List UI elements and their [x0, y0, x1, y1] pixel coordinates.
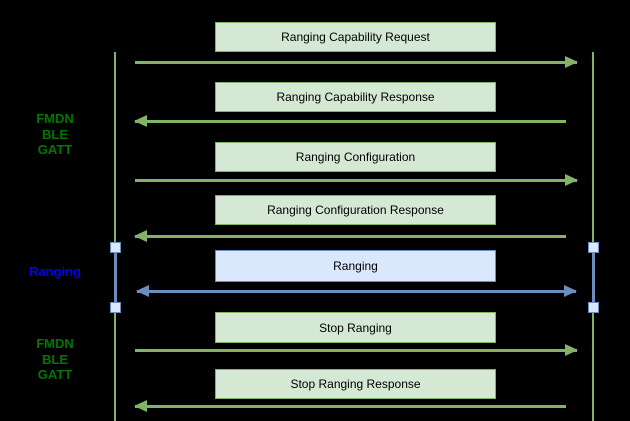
arrow-shaft: [135, 120, 566, 123]
message-box-ranging-configuration: Ranging Configuration: [215, 142, 496, 172]
message-box-stop-ranging: Stop Ranging: [215, 312, 496, 343]
side-label-fmdn-ble-gatt-bottom: FMDN BLE GATT: [14, 336, 96, 383]
arrowhead-right-icon: [565, 344, 578, 356]
arrow-left-stop-ranging-response: [134, 400, 566, 412]
message-box-stop-ranging-response: Stop Ranging Response: [215, 369, 496, 399]
arrow-shaft: [135, 235, 566, 238]
arrow-right-stop-ranging: [135, 344, 578, 356]
arrowhead-left-icon: [136, 285, 149, 297]
arrowhead-left-icon: [134, 115, 147, 127]
lifeline-right-bottom-segment: [592, 313, 594, 421]
arrowhead-left-icon: [134, 400, 147, 412]
arrowhead-right-icon: [565, 174, 578, 186]
arrowhead-left-icon: [134, 230, 147, 242]
arrowhead-right-icon: [564, 285, 577, 297]
arrowhead-right-icon: [565, 56, 578, 68]
message-box-ranging-configuration-response: Ranging Configuration Response: [215, 195, 496, 225]
side-label-line: Ranging: [29, 264, 81, 279]
arrow-shaft: [135, 349, 577, 352]
side-label-line: BLE: [42, 126, 68, 142]
message-box-ranging-capability-request: Ranging Capability Request: [215, 22, 496, 52]
arrow-left-ranging-configuration-response: [134, 230, 566, 242]
side-label-line: FMDN: [36, 111, 74, 126]
activation-marker-left-start: [110, 242, 121, 253]
activation-marker-right-start: [588, 242, 599, 253]
lifeline-right-ranging-segment: [592, 253, 595, 303]
activation-marker-right-end: [588, 302, 599, 313]
side-label-line: GATT: [37, 142, 73, 157]
lifeline-right-top-segment: [592, 52, 594, 243]
side-label-line: GATT: [37, 367, 73, 382]
message-box-ranging-capability-response: Ranging Capability Response: [215, 82, 496, 112]
lifeline-left-ranging-segment: [114, 253, 117, 303]
side-label-line: FMDN: [36, 336, 74, 351]
side-label-fmdn-ble-gatt-top: FMDN BLE GATT: [14, 111, 96, 158]
arrow-bidirectional-ranging: [136, 285, 577, 297]
activation-marker-left-end: [110, 302, 121, 313]
arrow-shaft: [135, 179, 577, 182]
lifeline-left-bottom-segment: [114, 313, 116, 421]
arrow-left-ranging-capability-response: [134, 115, 566, 127]
side-label-ranging: Ranging: [14, 264, 96, 280]
arrow-shaft: [135, 61, 577, 64]
arrow-right-ranging-configuration: [135, 174, 578, 186]
lifeline-left-top-segment: [114, 52, 116, 243]
side-label-line: BLE: [42, 351, 68, 367]
arrow-shaft: [137, 290, 576, 293]
message-box-ranging: Ranging: [215, 250, 496, 282]
arrow-right-ranging-capability-request: [135, 56, 578, 68]
arrow-shaft: [135, 405, 566, 408]
